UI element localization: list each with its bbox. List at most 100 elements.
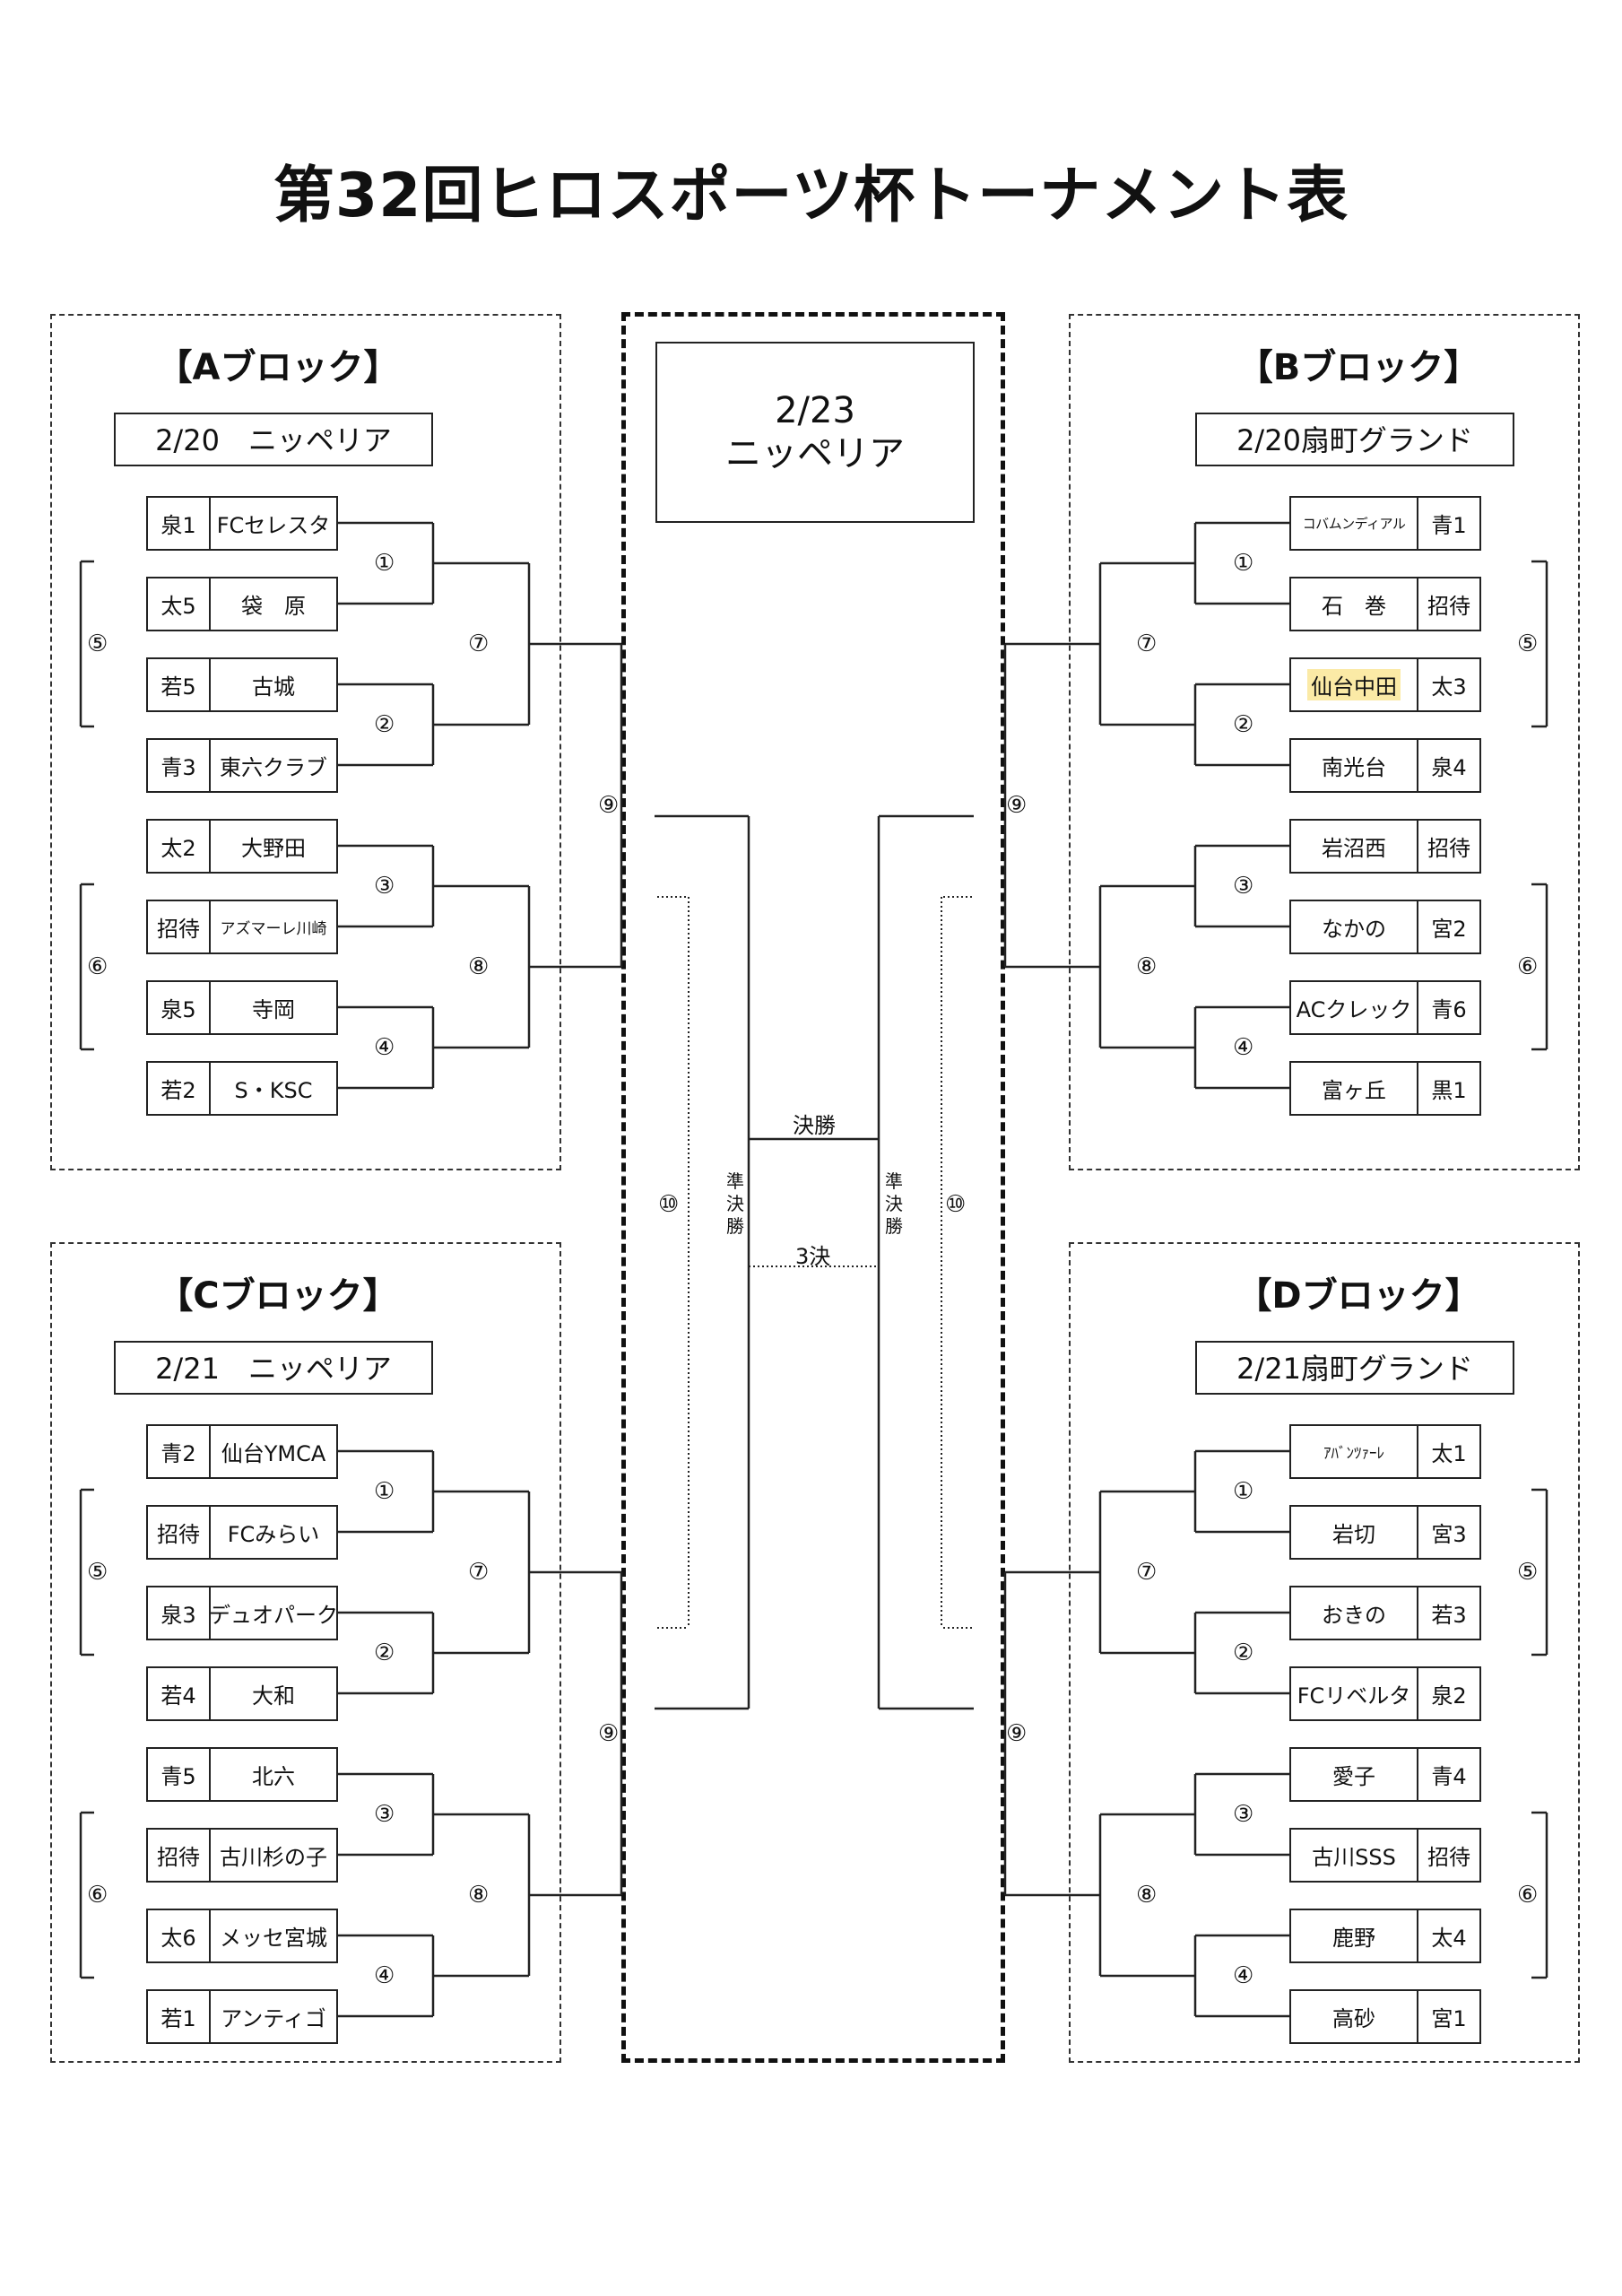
team-entry: コバムンディアル青1: [1289, 496, 1481, 551]
block-d-date: 2/21扇町グランド: [1195, 1341, 1514, 1395]
team-seed: 太6: [148, 1910, 211, 1961]
match-number: ⑧: [1136, 953, 1158, 980]
match-number: ②: [1233, 711, 1254, 738]
team-name: S・KSC: [211, 1063, 336, 1114]
match-number: ①: [374, 1478, 395, 1505]
match-number: ⑦: [1136, 631, 1158, 657]
team-name-text: 仙台中田: [1307, 669, 1401, 700]
team-seed: 青4: [1417, 1749, 1479, 1800]
team-name: アンティゴ: [211, 1991, 336, 2042]
match-number: ③: [1233, 873, 1254, 900]
team-seed: 招待: [148, 1507, 211, 1558]
team-seed: 招待: [148, 1830, 211, 1881]
team-name: 高砂: [1291, 1991, 1417, 2042]
team-seed: 招待: [148, 901, 211, 952]
team-name-text: なかの: [1322, 917, 1386, 942]
team-name-text: ｱﾊﾞﾝﾂｧｰﾚ: [1323, 1445, 1384, 1463]
team-name: 仙台YMCA: [211, 1426, 336, 1477]
team-name: 東六クラブ: [211, 740, 336, 791]
team-seed: 宮3: [1417, 1507, 1479, 1558]
team-seed: 若1: [148, 1991, 211, 2042]
team-name-text: FCリベルタ: [1297, 1683, 1411, 1709]
match-number: ②: [374, 711, 395, 738]
team-entry: なかの宮2: [1289, 900, 1481, 954]
match-number: ⑧: [468, 1882, 490, 1909]
team-seed: 招待: [1417, 1830, 1479, 1881]
semi-char: 決: [726, 1193, 744, 1214]
team-name: 大和: [211, 1668, 336, 1719]
team-seed: 青1: [1417, 498, 1479, 549]
team-name-text: 袋 原: [241, 594, 306, 619]
match-10-left: ⑩: [658, 1191, 680, 1218]
team-seed: 青3: [148, 740, 211, 791]
team-name: FCみらい: [211, 1507, 336, 1558]
block-d-frame: [1069, 1242, 1580, 2063]
final-venue: ニッペリア: [725, 433, 905, 474]
match-number: ⑤: [87, 1559, 108, 1586]
team-entry: ｱﾊﾞﾝﾂｧｰﾚ太1: [1289, 1424, 1481, 1479]
semi-char: 決: [885, 1193, 903, 1214]
semi-char: 準: [726, 1170, 744, 1192]
block-c-frame: [50, 1242, 561, 2063]
match-number: ④: [1233, 1034, 1254, 1061]
match-number: ⑧: [468, 953, 490, 980]
team-name-text: 愛子: [1332, 1764, 1375, 1789]
team-seed: 宮1: [1417, 1991, 1479, 2042]
semi-char: 準: [885, 1170, 903, 1192]
match-number: ②: [374, 1639, 395, 1666]
team-seed: 太5: [148, 578, 211, 630]
team-name: 富ヶ丘: [1291, 1063, 1417, 1114]
team-seed: 青5: [148, 1749, 211, 1800]
team-name: 南光台: [1291, 740, 1417, 791]
team-name: なかの: [1291, 901, 1417, 952]
team-seed: 若2: [148, 1063, 211, 1114]
match-number: ⑦: [468, 631, 490, 657]
team-seed: 泉1: [148, 498, 211, 549]
semi-char: 勝: [726, 1215, 744, 1237]
team-name-text: 北六: [252, 1764, 295, 1789]
team-entry: 岩切宮3: [1289, 1505, 1481, 1560]
match-number: ⑧: [1136, 1882, 1158, 1909]
team-name-text: アズマーレ川崎: [220, 920, 327, 938]
semi-label-left: 準 決 勝: [724, 1170, 746, 1238]
match-number: ④: [1233, 1962, 1254, 1989]
team-name: アズマーレ川崎: [211, 901, 336, 952]
block-b-title: 【Bブロック】: [1236, 347, 1480, 388]
team-entry: 愛子 青4: [1289, 1747, 1481, 1802]
team-entry: 招待古川杉の子: [146, 1828, 338, 1883]
team-seed: 太2: [148, 821, 211, 872]
semi-label-right: 準 決 勝: [883, 1170, 905, 1238]
team-name: 袋 原: [211, 578, 336, 630]
match-number: ③: [374, 873, 395, 900]
team-entry: 太5 袋 原: [146, 577, 338, 631]
match-number: ⑤: [87, 631, 108, 657]
team-name: FCセレスタ: [211, 498, 336, 549]
match-number: ⑨: [1006, 792, 1028, 819]
match-number: ⑥: [87, 1882, 108, 1909]
team-name: 古川杉の子: [211, 1830, 336, 1881]
team-entry: 招待アズマーレ川崎: [146, 900, 338, 954]
team-entry: 南光台泉4: [1289, 738, 1481, 793]
team-name: 鹿野: [1291, 1910, 1417, 1961]
match-number: ⑨: [598, 792, 620, 819]
team-name: FCリベルタ: [1291, 1668, 1417, 1719]
block-c-date: 2/21 ニッペリア: [114, 1341, 433, 1395]
team-name: デュオパーク: [211, 1587, 336, 1639]
team-name-text: 古城: [252, 674, 295, 700]
match-number: ①: [374, 550, 395, 577]
match-number: ⑦: [1136, 1559, 1158, 1586]
team-seed: 泉5: [148, 982, 211, 1033]
match-number: ⑤: [1517, 631, 1539, 657]
match-number: ①: [1233, 1478, 1254, 1505]
team-name-text: S・KSC: [234, 1078, 313, 1103]
page-title: 第32回ヒロスポーツ杯トーナメント表: [273, 161, 1349, 231]
team-seed: 若4: [148, 1668, 211, 1719]
match-number: ③: [1233, 1801, 1254, 1828]
team-name-text: 石 巻: [1322, 594, 1386, 619]
